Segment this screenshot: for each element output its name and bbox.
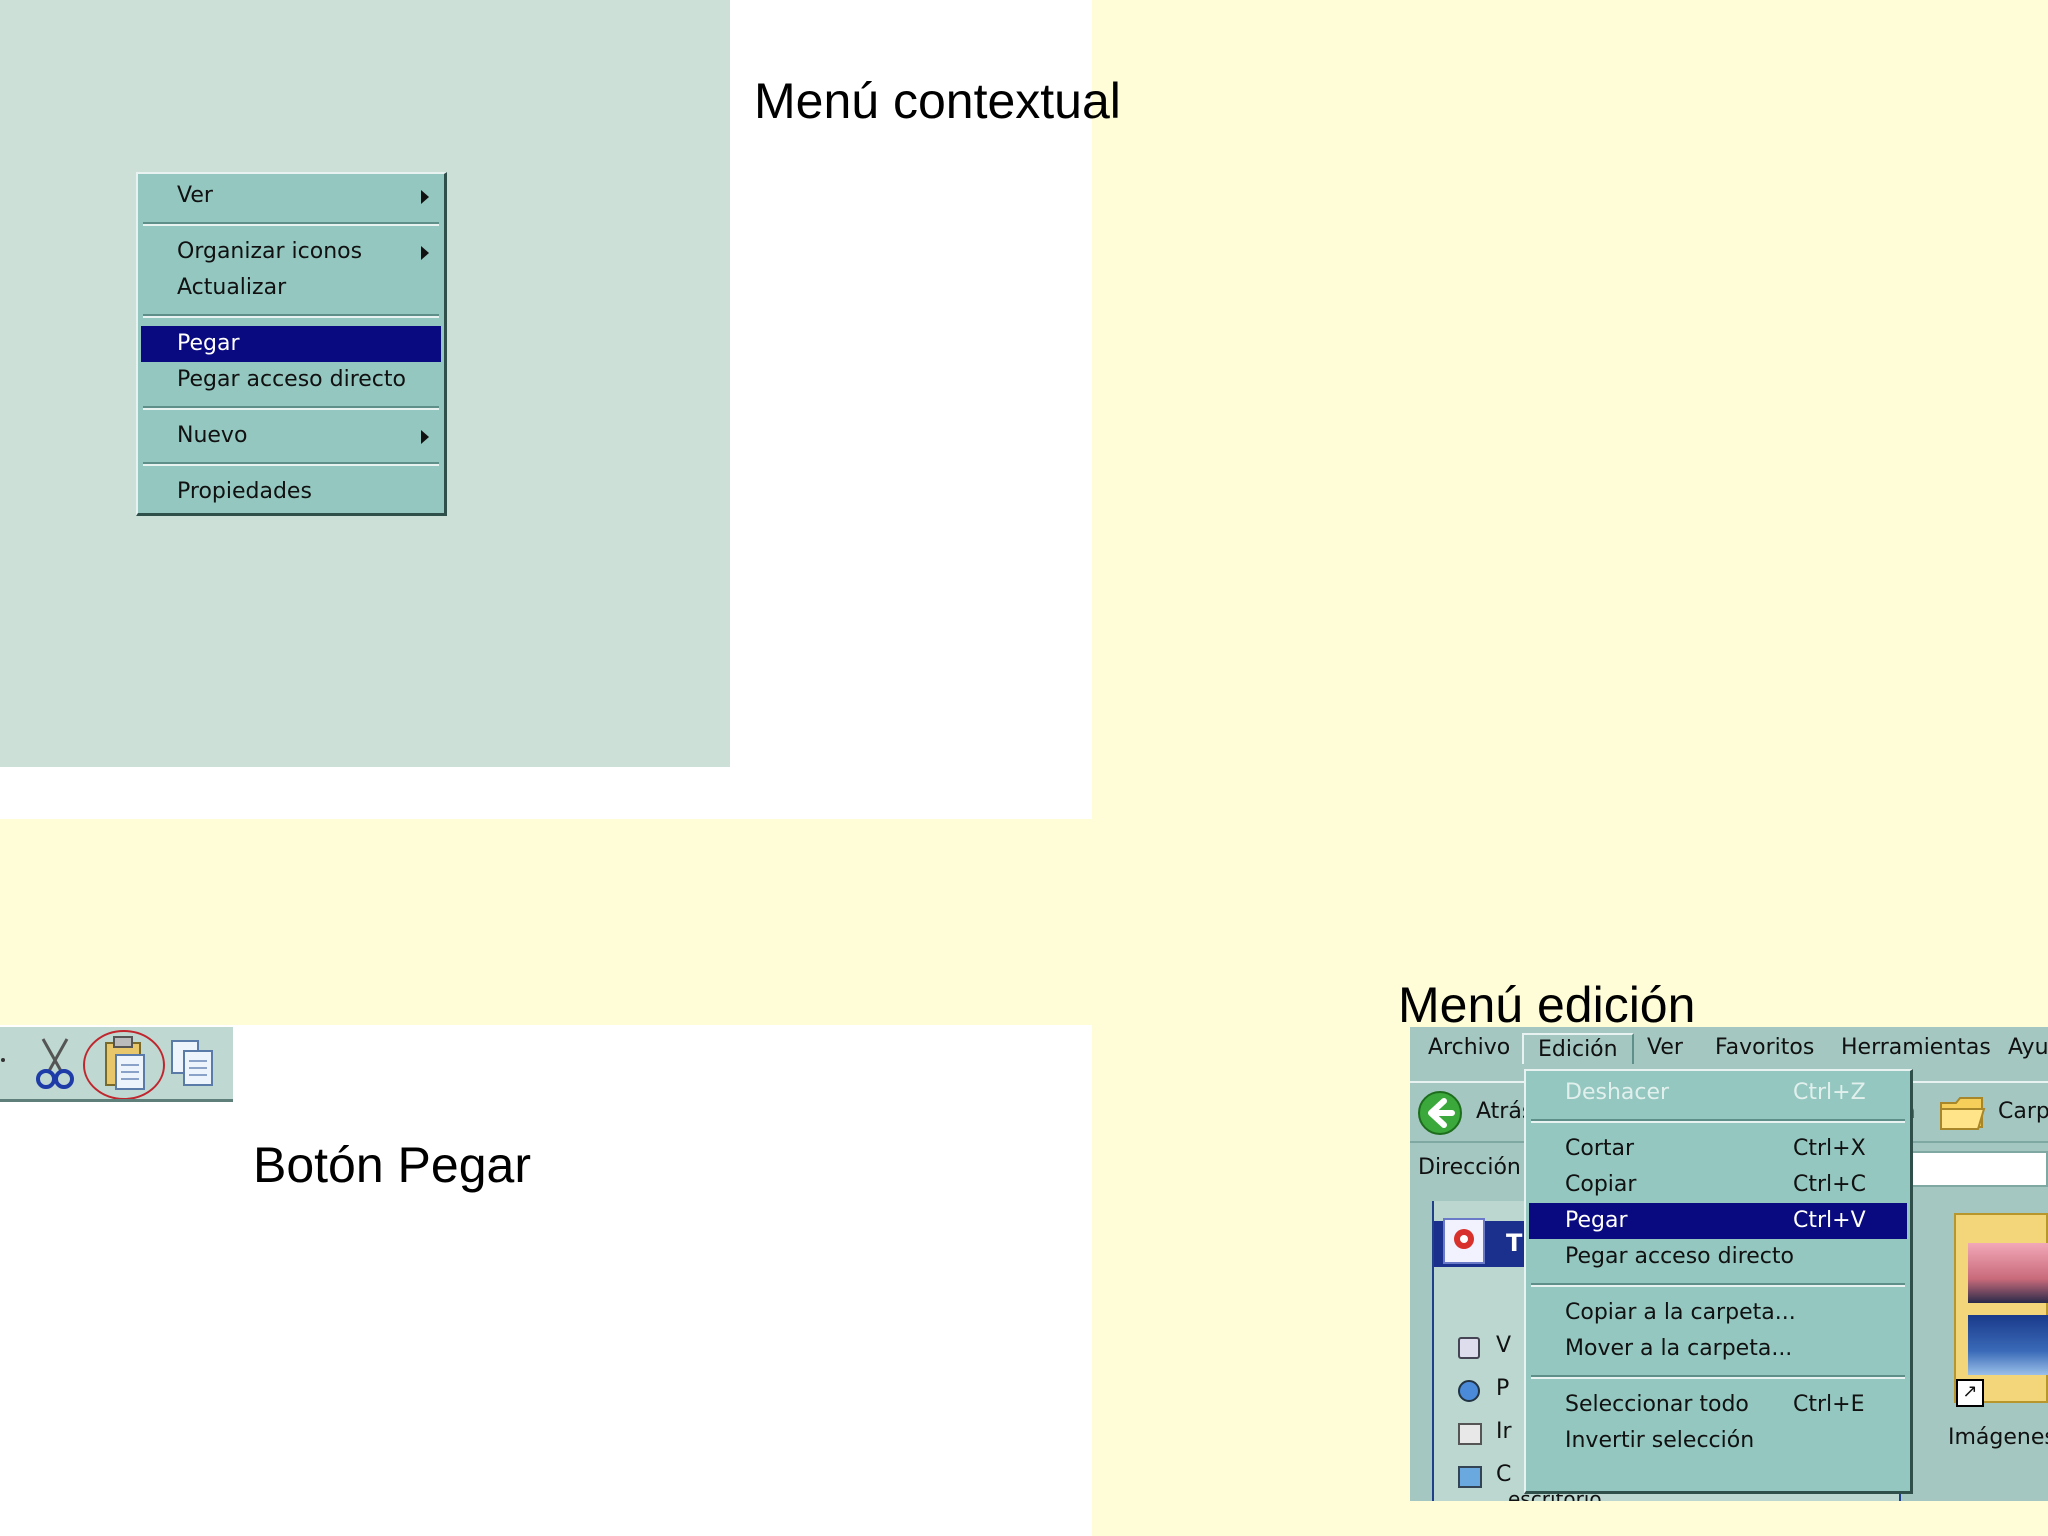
back-arrow-icon[interactable] <box>1416 1089 1464 1137</box>
menu-separator <box>1531 1283 1905 1287</box>
menubar-edicion[interactable]: Edición <box>1522 1033 1634 1064</box>
caption-paste-button: Botón Pegar <box>253 1137 531 1193</box>
submenu-arrow-icon <box>421 246 429 260</box>
menu-separator <box>1531 1375 1905 1379</box>
photo-sunset <box>1968 1243 2048 1303</box>
back-label[interactable]: Atrás <box>1476 1099 1534 1124</box>
copy-icon[interactable] <box>171 1040 213 1086</box>
menu-item-pegar-acceso-directo[interactable]: Pegar acceso directo <box>177 367 406 392</box>
menu-item-ver[interactable]: Ver <box>141 178 441 214</box>
menu-separator <box>143 462 439 466</box>
caption-edit-menu: Menú edición <box>1398 977 1696 1033</box>
scissors-icon[interactable] <box>36 1038 74 1089</box>
picture-task-icon <box>1443 1218 1485 1264</box>
folders-label[interactable]: Carpetas <box>1998 1099 2048 1124</box>
menu-separator <box>143 314 439 318</box>
menubar-herramientas[interactable]: Herramientas <box>1841 1035 1991 1060</box>
white-panel-bottom <box>0 1025 1092 1536</box>
menu-item-organizar-iconos[interactable]: Organizar iconos <box>141 234 441 270</box>
menu-separator <box>1531 1119 1905 1123</box>
menubar-ver[interactable]: Ver <box>1647 1035 1683 1060</box>
edit-item-mover-a-carpeta[interactable]: Mover a la carpeta... <box>1565 1336 1793 1361</box>
folder-caption: Imágenes <box>1948 1425 2048 1450</box>
printer-icon <box>1458 1423 1482 1445</box>
explorer-window: Archivo Edición Ver Favoritos Herramient… <box>1410 1027 2048 1501</box>
folder-thumbnail[interactable] <box>1954 1213 2048 1403</box>
address-label: Dirección <box>1418 1155 1521 1180</box>
task-item[interactable]: Ir <box>1458 1419 1518 1449</box>
folders-icon[interactable] <box>1938 1093 1988 1133</box>
menubar-archivo[interactable]: Archivo <box>1428 1035 1511 1060</box>
submenu-arrow-icon <box>421 430 429 444</box>
task-pane-title: T <box>1506 1229 1523 1257</box>
caption-context-menu: Menú contextual <box>754 73 1121 129</box>
menu-item-actualizar[interactable]: Actualizar <box>177 275 287 300</box>
web-icon <box>1458 1380 1480 1402</box>
edit-item-copiar-a-carpeta[interactable]: Copiar a la carpeta... <box>1565 1300 1796 1325</box>
edit-item-pegar-acceso-directo[interactable]: Pegar acceso directo <box>1565 1244 1794 1269</box>
menubar-ayuda[interactable]: Ayuda <box>2008 1035 2048 1060</box>
menu-separator <box>143 406 439 410</box>
edit-item-invertir-seleccion[interactable]: Invertir selección <box>1565 1428 1755 1453</box>
menubar-favoritos[interactable]: Favoritos <box>1715 1035 1815 1060</box>
menu-separator <box>143 222 439 226</box>
menu-item-propiedades[interactable]: Propiedades <box>177 479 312 504</box>
task-item[interactable]: C <box>1458 1462 1618 1501</box>
menu-bar: Archivo Edición Ver Favoritos Herramient… <box>1410 1027 2048 1075</box>
submenu-arrow-icon <box>421 190 429 204</box>
task-item-letter: C <box>1496 1462 1512 1487</box>
task-item-letter: Ir <box>1496 1419 1512 1444</box>
bin-icon <box>1458 1337 1480 1359</box>
context-menu: Ver Organizar iconos Actualizar Pegar Pe… <box>136 172 447 516</box>
address-input[interactable]: s <box>1895 1151 2048 1187</box>
task-item[interactable]: V <box>1458 1333 1518 1363</box>
task-item-letter: P <box>1496 1376 1510 1401</box>
toolbar-icons <box>1 1030 213 1100</box>
photo-sea <box>1968 1315 2048 1375</box>
clipboard-paste-icon[interactable] <box>83 1030 165 1100</box>
menu-item-pegar[interactable]: Pegar <box>141 326 441 362</box>
task-item[interactable]: P <box>1458 1376 1518 1406</box>
shortcut-arrow-icon: ↗ <box>1956 1379 1984 1407</box>
desktop-icon <box>1458 1466 1482 1488</box>
toolbar-strip <box>0 1027 233 1102</box>
task-item-letter: V <box>1496 1333 1512 1358</box>
menu-item-nuevo[interactable]: Nuevo <box>141 418 441 454</box>
